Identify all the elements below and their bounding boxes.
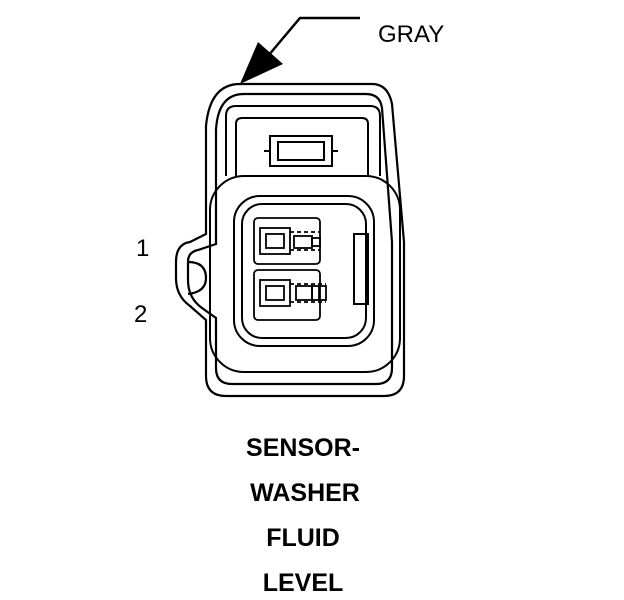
pin-label-2: 2 [134, 301, 147, 328]
connector-title: SENSOR- WASHER FLUID LEVEL [246, 434, 360, 597]
locking-latch [225, 105, 381, 176]
mating-face [209, 175, 401, 373]
keying-rib [353, 233, 369, 305]
terminal-cavity-1 [253, 217, 321, 265]
callout-color-label: GRAY [378, 21, 444, 48]
title-line-4: LEVEL [263, 569, 344, 597]
callout-arrowhead [240, 42, 283, 84]
title-line-2: WASHER [250, 479, 360, 507]
title-line-1: SENSOR- [246, 434, 360, 462]
connector-housing [174, 82, 406, 398]
callout-leader [240, 16, 360, 84]
pin-label-1: 1 [136, 235, 149, 262]
title-line-3: FLUID [266, 524, 340, 552]
terminal-cavity-2 [253, 269, 327, 321]
